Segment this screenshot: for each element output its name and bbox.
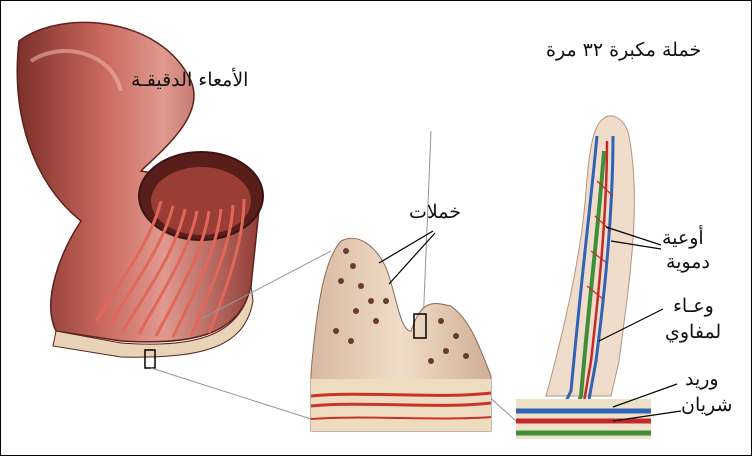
label-vein: وريد bbox=[685, 368, 719, 390]
label-blood-vessels-2: دموية bbox=[666, 251, 710, 273]
label-lymph-vessel-1: وعـاء bbox=[673, 295, 714, 317]
label-villus-magnified: خملة مكبرة ٣٢ مرة bbox=[546, 39, 701, 61]
label-blood-vessels-1: أوعية bbox=[662, 227, 704, 249]
villi-section-image bbox=[311, 238, 491, 431]
magnified-villus-image bbox=[516, 116, 651, 439]
label-artery: شريان bbox=[681, 394, 732, 416]
label-villi: خملات bbox=[409, 201, 461, 223]
label-lymph-vessel-2: لمفاوي bbox=[665, 321, 721, 343]
label-small-intestine: الأمعاء الدقيقـة bbox=[131, 69, 248, 91]
